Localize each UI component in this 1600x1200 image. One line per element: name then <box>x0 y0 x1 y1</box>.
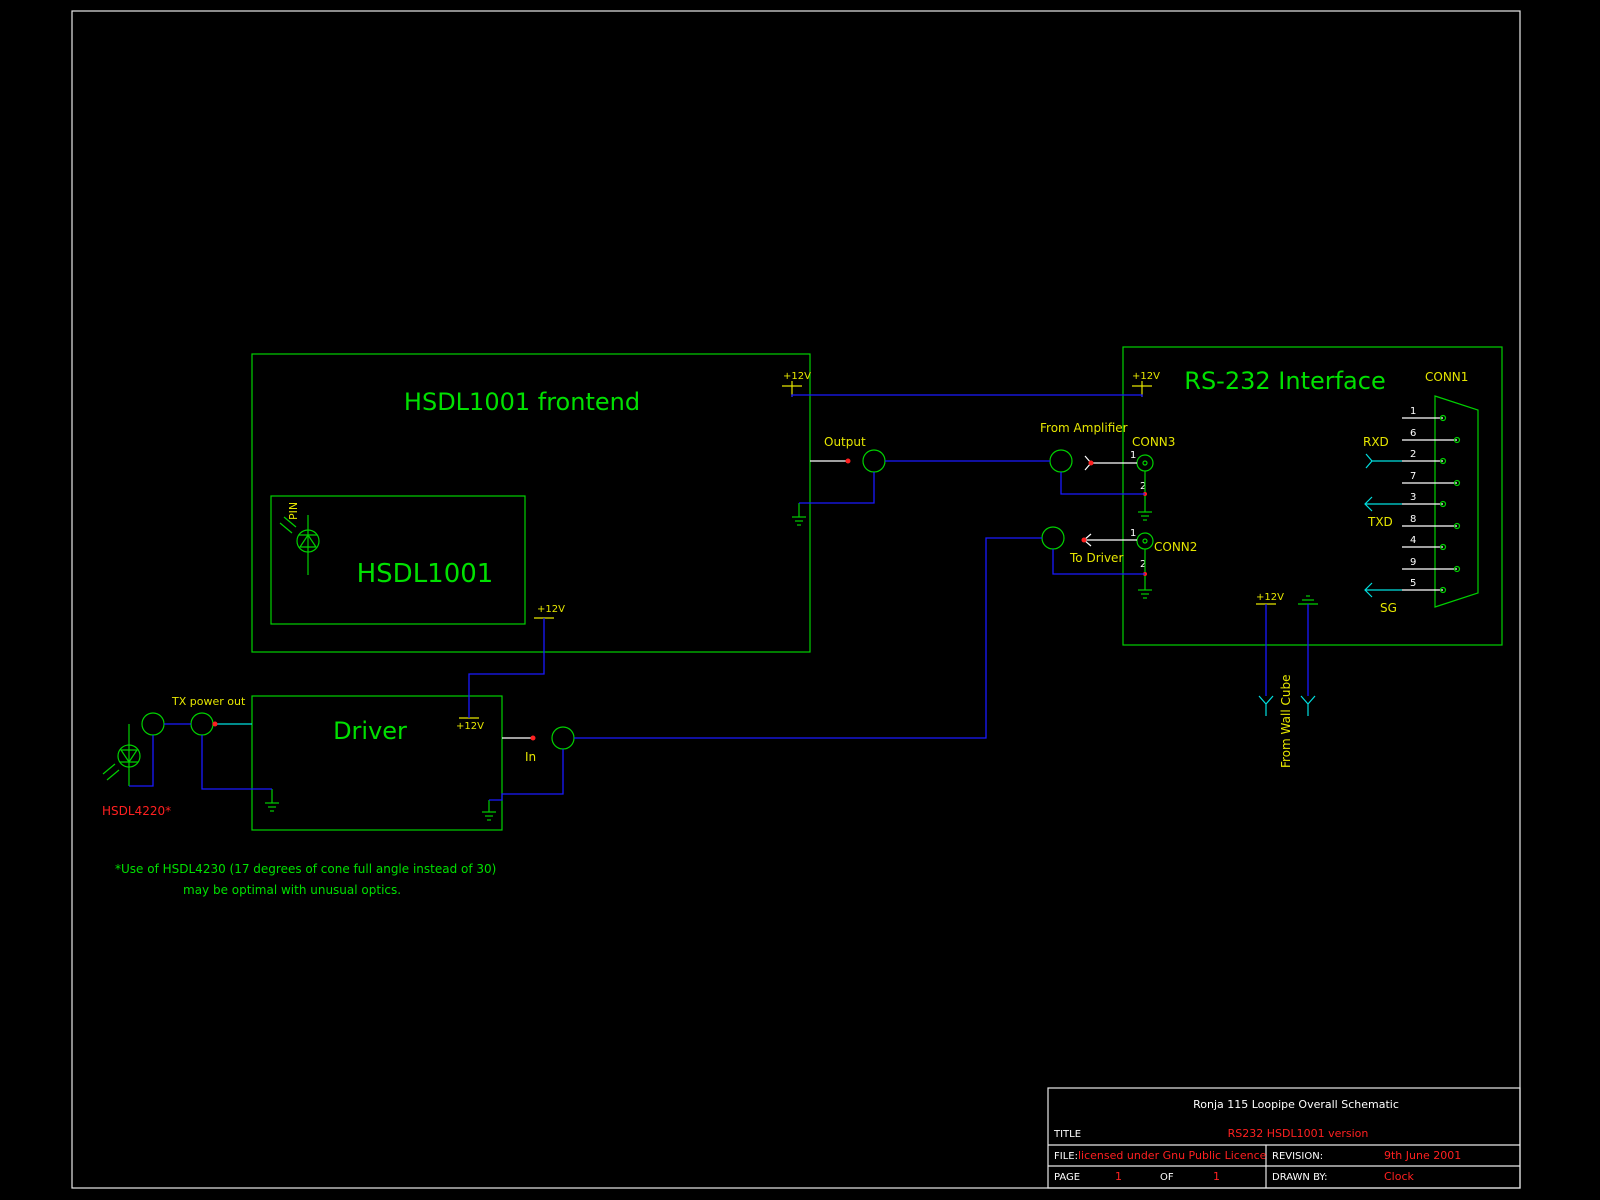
wire-driver-in-shield <box>489 749 564 801</box>
title-block-heading: Ronja 115 Loopipe Overall Schematic <box>1193 1098 1399 1111</box>
pin-number: 9 <box>1410 557 1416 568</box>
driver-ground-right-icon <box>482 800 496 821</box>
txd-arrow-icon <box>1364 496 1402 512</box>
wire-output-shield <box>799 472 875 504</box>
title-block: Ronja 115 Loopipe Overall Schematic TITL… <box>1047 1087 1521 1189</box>
drawn-by-label: DRAWN BY: <box>1272 1172 1328 1183</box>
frontend-supply-label: +12V <box>783 371 811 382</box>
conn2-coax-icon <box>1136 532 1154 550</box>
rs232-block: RS-232 Interface +12V CONN1 1 6 2 7 3 8 … <box>1040 346 1503 646</box>
output-pin-marker <box>845 458 851 464</box>
note-line-2: may be optimal with unusual optics. <box>183 883 401 897</box>
led-connector-icon <box>141 712 165 736</box>
to-driver-label: To Driver <box>1069 551 1123 565</box>
hsdl1001-subblock <box>270 495 526 625</box>
pin-number: 3 <box>1410 492 1416 503</box>
db9-pin-numbers: 1 6 2 7 3 8 4 9 5 <box>1410 406 1416 589</box>
txd-label: TXD <box>1367 515 1393 529</box>
driver-ground-icon <box>265 789 279 812</box>
from-wall-cube-label: From Wall Cube <box>1279 675 1293 768</box>
title-value: RS232 HSDL1001 version <box>1228 1127 1369 1140</box>
to-driver-connector-icon <box>1041 526 1065 550</box>
driver-in-connector-icon <box>551 726 575 750</box>
of-value: 1 <box>1213 1170 1220 1183</box>
conn3-pin-marker <box>1088 460 1094 466</box>
hsdl1001-label: HSDL1001 <box>357 559 494 589</box>
driver-supply-label: +12V <box>456 721 484 732</box>
rs232-title: RS-232 Interface <box>1184 367 1385 395</box>
rs232-outline <box>1122 346 1503 646</box>
rxd-arrow-icon <box>1365 453 1402 469</box>
tx-power-connector-icon <box>190 712 214 736</box>
conn2-label: CONN2 <box>1154 540 1197 554</box>
pin-label: PIN <box>287 502 300 520</box>
output-connector-icon <box>862 449 886 473</box>
drawn-by-value: Clock <box>1384 1170 1415 1183</box>
revision-label: REVISION: <box>1272 1151 1323 1162</box>
frontend-block: HSDL1001 frontend HSDL1001 PIN +12V Outp… <box>251 353 886 653</box>
wire-led-return <box>129 735 154 787</box>
from-amplifier-label: From Amplifier <box>1040 421 1128 435</box>
pin-number: 4 <box>1410 535 1416 546</box>
output-label: Output <box>824 435 866 449</box>
conn2-ground-icon <box>1138 589 1152 599</box>
of-label: OF <box>1160 1172 1174 1183</box>
file-label: FILE: <box>1054 1151 1078 1162</box>
pin-number: 8 <box>1410 514 1416 525</box>
pin-number: 1 <box>1410 406 1416 417</box>
conn2-pin-marker <box>1081 537 1087 543</box>
wires <box>129 394 1309 801</box>
wire-tx-shield <box>201 735 272 790</box>
file-value: licensed under Gnu Public Licence <box>1078 1149 1267 1162</box>
conn2-pin2: 2 <box>1140 559 1146 570</box>
pin-photodiode-icon <box>279 515 320 575</box>
pin-number: 5 <box>1410 578 1416 589</box>
conn3-ground-icon <box>1138 511 1152 521</box>
conn3-pin1: 1 <box>1130 450 1136 461</box>
rxd-label: RXD <box>1363 435 1389 449</box>
pin-number: 2 <box>1410 449 1416 460</box>
driver-title: Driver <box>333 717 407 745</box>
tx-power-pin-marker <box>212 721 218 727</box>
wire-12v-bus <box>791 394 1143 397</box>
pin-number: 7 <box>1410 471 1416 482</box>
hsdl4220-led-icon <box>102 724 141 786</box>
db9-pin-rows <box>1402 414 1461 594</box>
frontend-title: HSDL1001 frontend <box>404 388 640 416</box>
page-value: 1 <box>1115 1170 1122 1183</box>
revision-value: 9th June 2001 <box>1384 1149 1461 1162</box>
frontend-ground-icon <box>792 503 806 526</box>
sg-arrow-icon <box>1364 582 1402 598</box>
wall-cube-gnd-arrow-icon <box>1300 695 1316 716</box>
wire-conn3-shield <box>1060 472 1145 495</box>
note-line-1: *Use of HSDL4230 (17 degrees of cone ful… <box>115 862 496 876</box>
conn3-pin2: 2 <box>1140 481 1146 492</box>
conn3-coax-icon <box>1136 454 1154 472</box>
conn3-label: CONN3 <box>1132 435 1175 449</box>
drawing-frame <box>71 10 1521 1189</box>
pin-number: 6 <box>1410 428 1416 439</box>
power-supply-label: +12V <box>1256 592 1284 603</box>
wire-conn2-shield <box>1052 549 1145 575</box>
driver-in-label: In <box>525 750 536 764</box>
conn1-label: CONN1 <box>1425 370 1468 384</box>
sg-label: SG <box>1380 601 1397 615</box>
wire-driver-supply <box>468 618 545 718</box>
tx-power-label: TX power out <box>171 695 246 708</box>
rs232-supply-label: +12V <box>1132 371 1160 382</box>
page-label: PAGE <box>1054 1172 1080 1183</box>
driver-in-pin-marker <box>530 735 536 741</box>
driver-outline <box>251 695 503 831</box>
title-label: TITLE <box>1053 1129 1081 1140</box>
conn2-pin1: 1 <box>1130 528 1136 539</box>
driver-block: Driver +12V In TX power out <box>102 695 575 831</box>
db9-connector-icon <box>1434 395 1479 608</box>
wire-to-driver <box>574 537 1042 739</box>
from-amp-connector-icon <box>1049 449 1073 473</box>
frontend-driver-supply-label: +12V <box>537 604 565 615</box>
led-part-label: HSDL4220* <box>102 804 171 818</box>
wall-cube-plus-arrow-icon <box>1258 695 1274 716</box>
